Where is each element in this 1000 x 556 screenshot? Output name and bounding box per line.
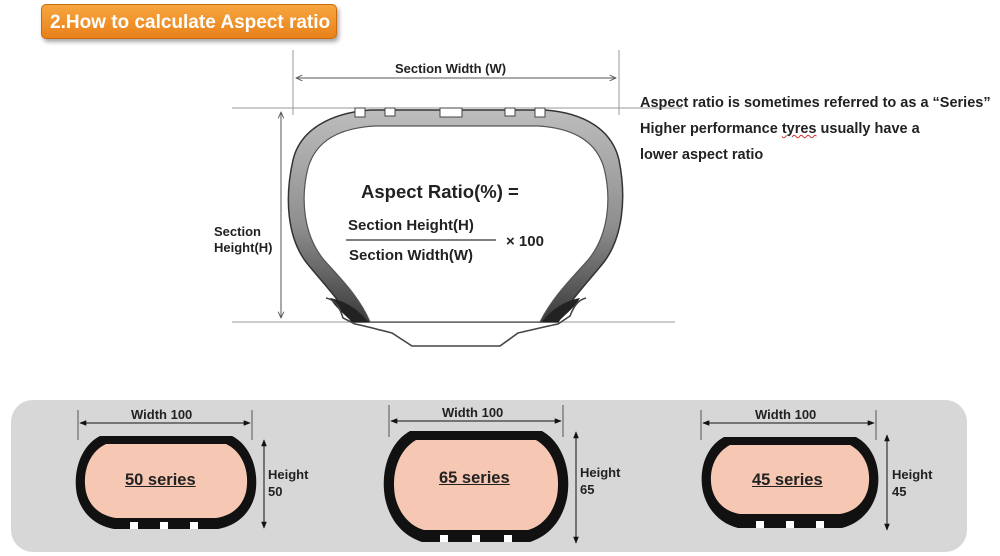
series-50-label: 50 series (125, 471, 196, 489)
tyre-45-series (700, 410, 890, 531)
page-title: 2.How to calculate Aspect ratio (41, 4, 337, 39)
section-height-label-line1: Section (214, 224, 261, 239)
tyre-50-series (75, 410, 267, 529)
formula-numerator: Section Height(H) (348, 217, 474, 234)
formula-multiplier: × 100 (506, 233, 544, 250)
series-50-height-label: Height (268, 467, 309, 482)
tread-marks (756, 521, 824, 528)
left-bead (330, 298, 368, 322)
tyre-fill (84, 444, 248, 518)
section-height-label-line2: Height(H) (214, 240, 273, 255)
tread-grooves (354, 107, 546, 118)
formula-lhs: Aspect Ratio(%) = (361, 181, 519, 202)
series-45-label: 45 series (752, 471, 823, 489)
tread-marks (130, 522, 198, 529)
series-45-height-label: Height (892, 467, 933, 482)
note-line-2: Higher performance tyres usually have a (640, 121, 920, 137)
formula-denominator: Section Width(W) (349, 247, 474, 264)
series-65-width-label: Width 100 (442, 405, 504, 420)
series-65-height-label: Height (580, 465, 621, 480)
main-tyre-section (232, 50, 682, 347)
series-50-width-label: Width 100 (131, 407, 193, 422)
note-line-2-spellcheck-word: tyres (781, 121, 817, 137)
series-65-height-value: 65 (580, 482, 595, 497)
section-width-label: Section Width (W) (395, 61, 507, 76)
tyre-fill (393, 440, 559, 530)
note-line-2-end: usually have a (816, 121, 920, 137)
series-45-height-value: 45 (892, 484, 907, 499)
tyre-65-series (383, 405, 579, 544)
wheel-rim (325, 297, 587, 347)
note-line-2-start: Higher performance (640, 121, 782, 137)
tread-marks (440, 535, 512, 542)
tyre-fill (710, 445, 870, 514)
note-line-3: lower aspect ratio (640, 147, 764, 163)
series-50-height-value: 50 (268, 484, 283, 499)
right-bead (542, 298, 580, 322)
series-45-width-label: Width 100 (755, 407, 817, 422)
note-line-1: Aspect ratio is sometimes referred to as… (640, 95, 991, 111)
tyre-inner-cavity (303, 125, 609, 323)
series-65-label: 65 series (439, 469, 510, 487)
